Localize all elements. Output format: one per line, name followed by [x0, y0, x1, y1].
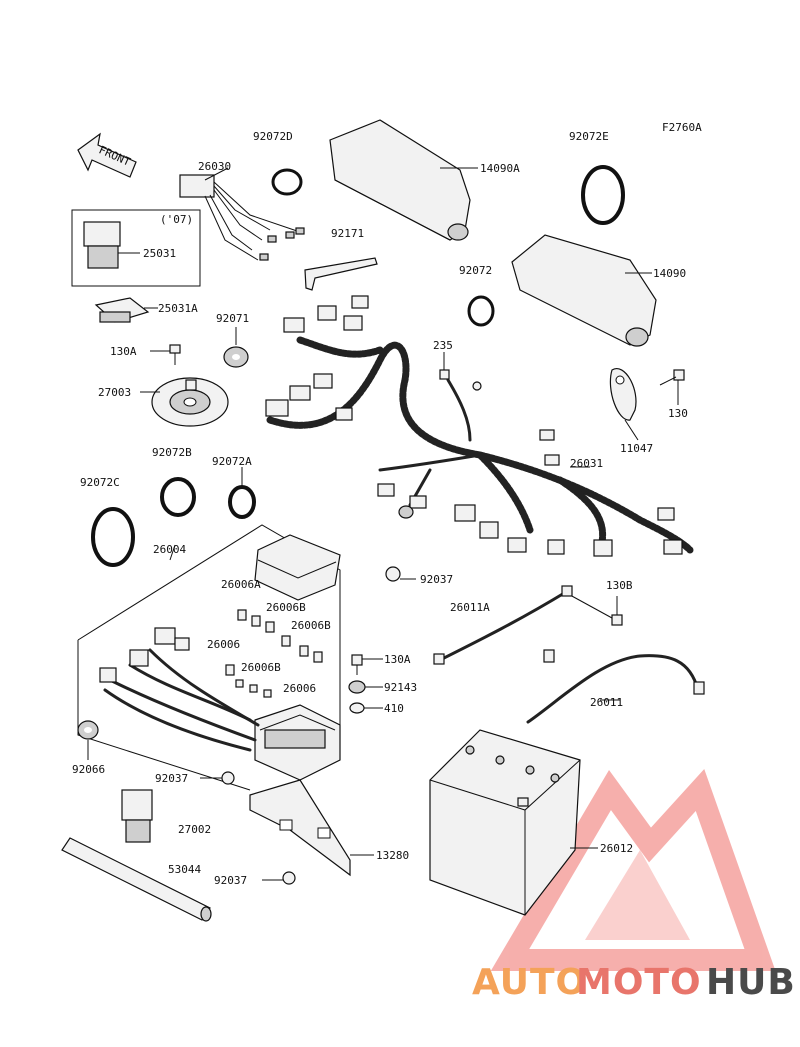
label-53044: 53044 [168, 863, 201, 876]
label-27003: 27003 [98, 386, 131, 399]
label-92072: 92072 [459, 264, 492, 277]
label-26006B-1: 26006B [266, 601, 306, 614]
label-25031A: 25031A [158, 302, 198, 315]
label-92072D: 92072D [253, 130, 293, 143]
label-26011: 26011 [590, 696, 623, 709]
watermark-hub: HUB [706, 962, 796, 1003]
label-11047: 11047 [620, 442, 653, 455]
tube-53044 [61, 837, 212, 922]
label-13280: 13280 [376, 849, 409, 862]
front-arrow-icon: FRONT [77, 132, 137, 178]
label-130A-top: 130A [110, 345, 137, 358]
label-25031: 25031 [143, 247, 176, 260]
label-92037-top: 92037 [420, 573, 453, 586]
label-26004: 26004 [153, 543, 186, 556]
label-92066: 92066 [72, 763, 105, 776]
label-92171: 92171 [331, 227, 364, 240]
bolt-130A-top [169, 344, 181, 365]
label-92072E: 92072E [569, 130, 609, 143]
bracket-13280 [249, 779, 351, 877]
bracket-92171 [304, 257, 378, 291]
meter-25031-box [71, 209, 201, 287]
label-130A-battery: 130A [384, 653, 411, 666]
label-92072B: 92072B [152, 446, 192, 459]
label-27002: 27002 [178, 823, 211, 836]
label-26030: 26030 [198, 160, 231, 173]
cover-14090A [329, 119, 471, 241]
label-92143: 92143 [384, 681, 417, 694]
label-26006A: 26006A [221, 578, 261, 591]
watermark-moto: MOTO [576, 962, 702, 1003]
bolt-235 [439, 352, 450, 380]
bolt-130 [659, 369, 685, 386]
drawing-code: F2760A [662, 121, 702, 134]
clamp-92072D [271, 168, 303, 196]
label-26006-2: 26006 [283, 682, 316, 695]
washer-92143 [348, 680, 366, 694]
label-130B: 130B [606, 579, 633, 592]
label-26031: 26031 [570, 457, 603, 470]
cable-26011 [526, 649, 705, 724]
relay-25031A [94, 297, 150, 323]
sub-harness-26004-wires [99, 627, 260, 752]
cable-26011A [433, 585, 573, 665]
fuse-block [254, 704, 341, 781]
label-14090: 14090 [653, 267, 686, 280]
label-14090A: 14090A [480, 162, 520, 175]
bolt-130B [611, 596, 623, 626]
clamp-92072C [91, 507, 135, 567]
clamp-92072A [228, 485, 256, 519]
bracket-11047 [609, 368, 637, 421]
fuse-cover-26006A [254, 534, 341, 601]
label-26006B-3: 26006B [241, 661, 281, 674]
label-26012: 26012 [600, 842, 633, 855]
clamp-92072 [467, 295, 495, 327]
label-235: 235 [433, 339, 453, 352]
label-year-note: ('07) [160, 213, 193, 226]
label-26011A: 26011A [450, 601, 490, 614]
clamp-92072B [160, 477, 196, 517]
label-130: 130 [668, 407, 688, 420]
label-410: 410 [384, 702, 404, 715]
label-92071: 92071 [216, 312, 249, 325]
label-92072C: 92072C [80, 476, 120, 489]
sub-harness-26030 [179, 174, 305, 261]
nut-410 [349, 702, 365, 714]
label-92037-bottom: 92037 [214, 874, 247, 887]
fuse-set-26006 [225, 609, 323, 698]
damper-92066 [77, 720, 99, 740]
label-92072A: 92072A [212, 455, 252, 468]
label-26006B-2: 26006B [291, 619, 331, 632]
clip-92037-mid [221, 771, 235, 785]
bolt-130A-battery [351, 654, 363, 675]
clip-92037-bottom [282, 871, 296, 885]
relay-27002 [121, 789, 153, 843]
watermark-text: AUTO MOTO HUB [472, 962, 796, 1003]
clamp-92072E [581, 165, 625, 225]
battery-26012 [429, 729, 581, 916]
clip-92037-top [385, 566, 401, 582]
horn-27003 [151, 377, 229, 427]
watermark-logo [490, 768, 776, 971]
label-92037-mid: 92037 [155, 772, 188, 785]
watermark-auto: AUTO [472, 962, 587, 1003]
cover-14090 [511, 234, 657, 347]
main-harness-26031 [265, 295, 694, 557]
grommet-92071 [223, 346, 249, 368]
label-26006-1: 26006 [207, 638, 240, 651]
